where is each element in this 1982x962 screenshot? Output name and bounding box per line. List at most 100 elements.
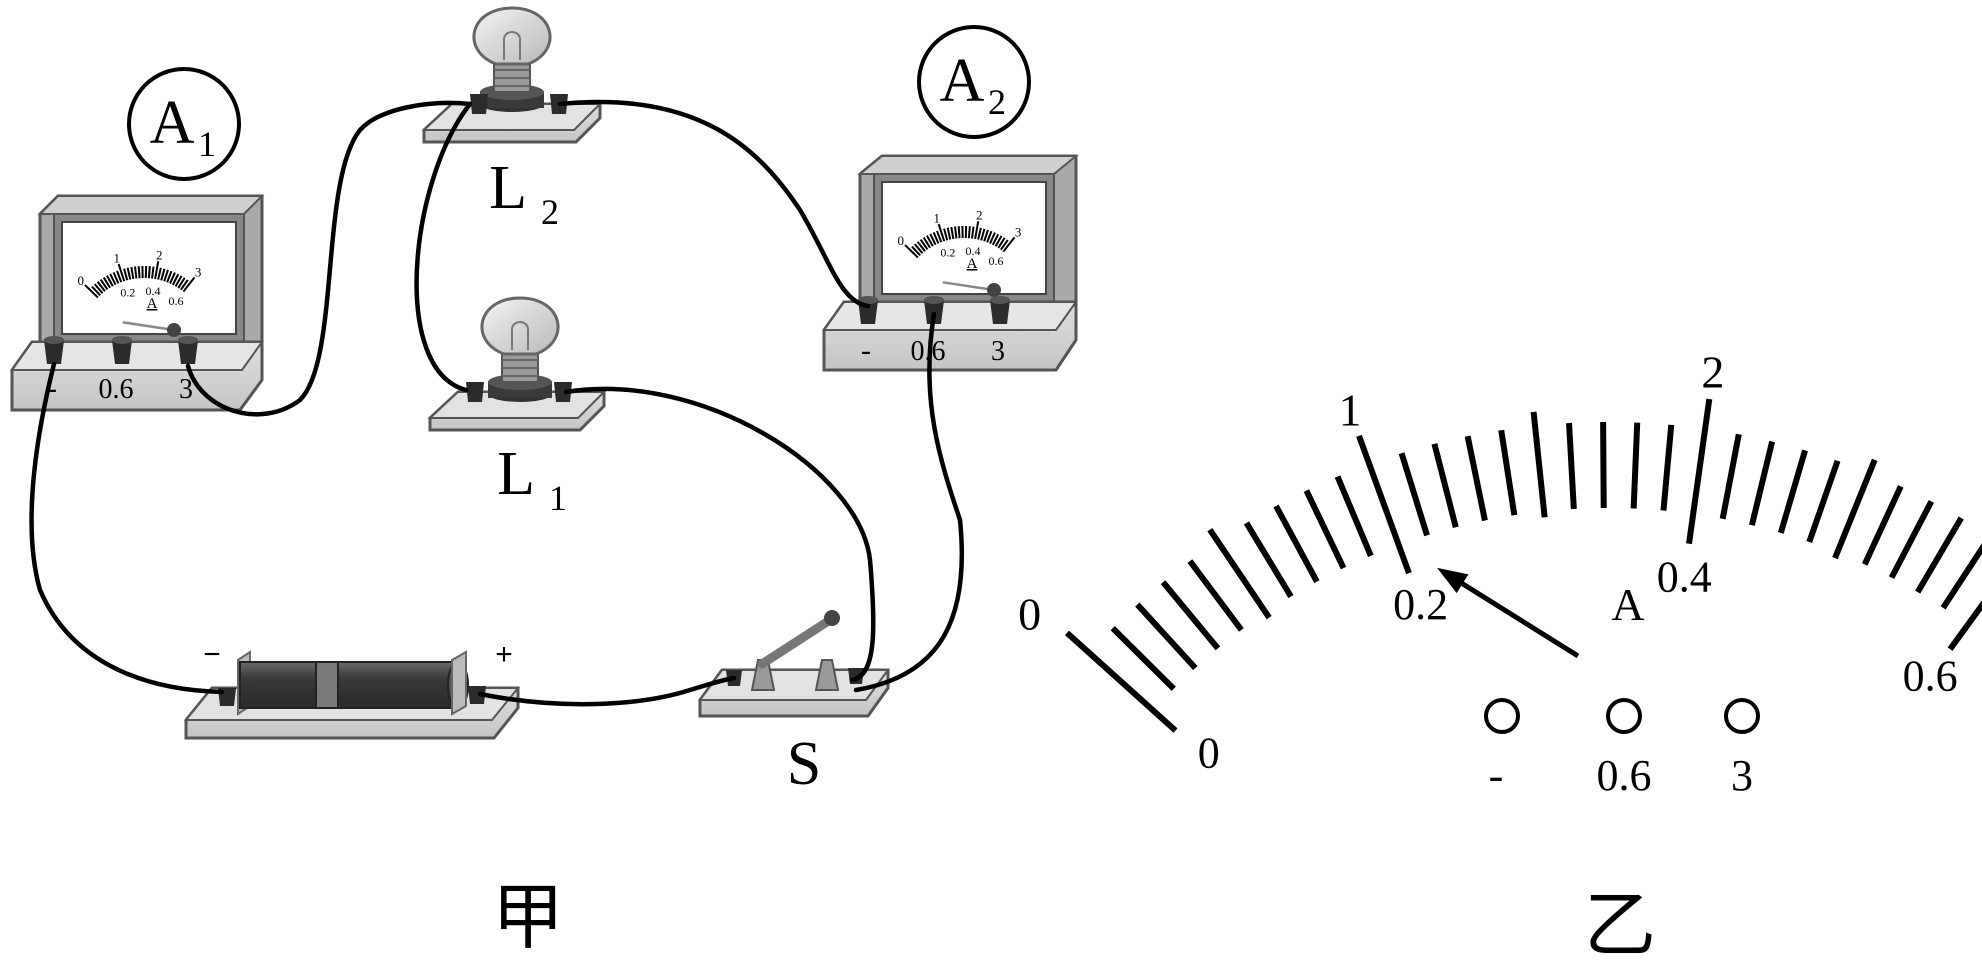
small-dial-tick [126,267,132,280]
small-dial-tick [154,261,160,280]
small-dial-tick [943,228,949,241]
small-dial-tick [1002,236,1016,253]
dial-tick [1334,475,1374,557]
ammeter-a2-terminal-3: 3 [991,336,1005,367]
small-dial-tick [954,226,958,239]
dial-lower-label: 0 [1198,728,1220,777]
dial-tick [1940,542,1982,610]
small-dial-tick [919,239,929,251]
big-terminal-06: 0.6 [1597,751,1652,800]
small-dial-tick [157,267,162,280]
small-dial-upper-label: 0 [77,273,84,288]
small-dial-tick [116,270,123,283]
small-dial-tick [936,230,943,243]
small-dial-pivot-icon [167,323,181,337]
battery-negative-label: − [203,638,221,671]
dial-tick [1947,600,1982,651]
small-dial-tick [937,223,946,242]
dial-lower-label: 0.4 [1657,552,1712,601]
small-dial-tick [102,277,111,289]
lamp-l2-subscript: 2 [541,192,559,232]
dial-lower-label: 0.2 [1393,580,1448,629]
small-dial-tick [96,281,106,292]
ammeter-a2-terminal-neg: - [861,334,871,367]
small-dial-tick [967,226,971,239]
small-dial-tick [91,285,101,297]
small-dial-tick [932,231,940,244]
small-dial-tick [994,235,1003,247]
small-dial-tick [169,272,176,284]
small-dial-unit: A [147,296,158,312]
dial-tick [1600,421,1607,509]
lamp-l2-symbol: L [489,154,527,222]
small-dial-tick [946,227,952,240]
small-dial-upper-label: 0 [897,233,904,248]
dial-tick [1243,521,1294,599]
ammeter-a1-terminal-06: 0.6 [99,374,134,405]
small-dial-tick [957,226,961,239]
lamp-l2: L 2 [421,6,603,232]
dial-tick [1464,435,1488,522]
dial-tick [1777,449,1808,534]
terminal-neg-icon [1484,698,1520,734]
small-dial-upper-label: 1 [934,210,941,225]
enlarged-ammeter-dial: 012300.20.40.6A [1018,346,1982,777]
small-dial-upper-label: 1 [114,250,121,265]
small-dial-tick [986,230,993,243]
ammeter-a1-symbol: A [150,89,195,157]
small-dial-tick [147,266,151,279]
small-dial-tick [151,266,155,279]
caption-right: 乙 [1584,886,1656,962]
dial-tick [1806,459,1841,544]
lamp-l1-symbol: L [497,440,535,508]
small-dial-tick [929,233,937,246]
big-dial-terminals: - 0.6 3 [1484,698,1760,800]
small-dial-tick [971,226,975,239]
small-dial-tick [171,273,180,286]
dial-tick [1748,440,1776,526]
ammeter-a1-terminal-neg: - [47,372,57,405]
dial-tick [1719,433,1742,520]
small-dial-upper-label: 3 [1015,225,1022,240]
small-dial-tick [989,232,996,244]
caption-left: 甲 [492,878,564,958]
lamp-l1-subscript: 1 [549,478,567,518]
ammeter-a1-terminals [44,336,198,364]
dial-tick [1888,500,1935,580]
small-dial-tick [137,266,141,279]
small-dial-upper-label: 2 [156,247,163,262]
dial-tick [1064,630,1178,733]
big-terminal-neg: - [1489,751,1504,800]
small-dial-tick [974,221,980,240]
small-dial-lower-label: 0.4 [146,284,161,298]
dial-tick [1303,489,1347,570]
ammeter-a2-symbol: A [940,47,985,115]
small-dial-tick [93,283,104,294]
terminal-06-icon [1606,698,1642,734]
small-dial-pivot-icon [987,283,1001,297]
small-dial-upper-label: 2 [976,207,983,222]
ammeter-a2-subscript: 2 [988,82,1006,122]
small-dial-lower-label: 0.6 [169,294,184,308]
dial-tick [1498,429,1518,516]
switch-label: S [787,730,821,798]
small-dial-tick [182,276,196,293]
ammeter-a1-subscript: 1 [198,124,216,164]
dial-tick [1832,458,1878,560]
dial-unit-label: A [1611,579,1644,630]
small-dial-lower-label: 0.4 [966,244,981,258]
small-dial-tick [117,263,126,282]
dial-tick [1660,424,1675,511]
dial-lower-label: 0.6 [1903,652,1958,701]
lamp-l1: L 1 [427,296,607,518]
dial-tick [1187,559,1244,632]
dial-tick [1398,452,1430,537]
small-dial-tick [166,270,173,283]
small-dial-tick [99,279,109,291]
small-dial-tick [84,284,99,299]
dial-tick [1160,580,1221,651]
